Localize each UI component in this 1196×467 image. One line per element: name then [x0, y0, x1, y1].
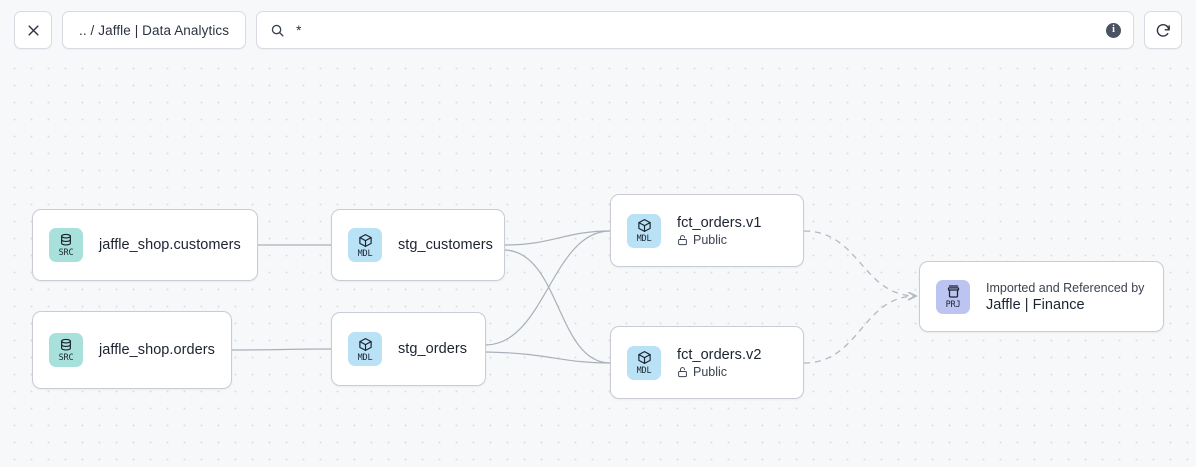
- node-text: stg_customers: [398, 237, 493, 253]
- close-icon: [26, 23, 41, 38]
- node-text: Imported and Referenced by Jaffle | Fina…: [986, 281, 1144, 313]
- badge-code: SRC: [58, 248, 74, 258]
- graph-node-jaffle-finance-project[interactable]: PRJ Imported and Referenced by Jaffle | …: [919, 261, 1164, 332]
- model-badge: MDL: [627, 213, 661, 248]
- refresh-button[interactable]: [1144, 11, 1182, 49]
- graph-node-fct-orders-v2[interactable]: MDL fct_orders.v2 Public: [610, 326, 804, 399]
- badge-code: PRJ: [945, 300, 961, 310]
- node-text: jaffle_shop.customers: [99, 237, 241, 253]
- cube-icon: [637, 218, 652, 233]
- node-title: stg_orders: [398, 341, 468, 357]
- node-visibility-label: Public: [693, 232, 728, 247]
- badge-code: MDL: [636, 366, 652, 376]
- breadcrumb-label: .. / Jaffle | Data Analytics: [79, 22, 230, 38]
- node-title: fct_orders.v1: [677, 214, 762, 231]
- unlock-icon: [677, 234, 688, 246]
- model-badge: MDL: [348, 228, 382, 262]
- node-text: fct_orders.v1 Public: [677, 215, 761, 247]
- close-button[interactable]: [14, 11, 52, 49]
- node-text: fct_orders.v2 Public: [677, 347, 761, 379]
- node-text: jaffle_shop.orders: [99, 342, 215, 358]
- node-title: fct_orders.v2: [677, 346, 762, 363]
- node-title: stg_customers: [398, 237, 493, 253]
- graph-node-fct-orders-v1[interactable]: MDL fct_orders.v1 Public: [610, 194, 804, 267]
- search-icon: [270, 23, 285, 38]
- model-badge: MDL: [348, 332, 382, 366]
- database-icon: [59, 338, 73, 352]
- search-box[interactable]: i: [256, 11, 1134, 49]
- unlock-icon: [677, 366, 688, 378]
- node-title: Jaffle | Finance: [986, 296, 1085, 313]
- cube-icon: [358, 233, 373, 248]
- database-icon: [59, 233, 73, 247]
- graph-node-jaffle-shop-orders[interactable]: SRC jaffle_shop.orders: [32, 311, 232, 389]
- cube-icon: [358, 337, 373, 352]
- search-input[interactable]: [296, 12, 1095, 48]
- source-badge: SRC: [49, 228, 83, 262]
- breadcrumb[interactable]: .. / Jaffle | Data Analytics: [62, 11, 247, 49]
- badge-code: MDL: [357, 352, 373, 363]
- cube-icon: [637, 350, 652, 365]
- node-title: jaffle_shop.orders: [99, 342, 215, 358]
- badge-code: MDL: [636, 234, 652, 244]
- graph-node-jaffle-shop-customers[interactable]: SRC jaffle_shop.customers: [32, 209, 258, 281]
- node-text: stg_orders: [398, 341, 467, 357]
- badge-code: SRC: [58, 353, 74, 363]
- source-badge: SRC: [49, 333, 83, 367]
- package-icon: [946, 284, 961, 299]
- info-icon[interactable]: i: [1106, 22, 1121, 38]
- graph-node-stg-orders[interactable]: MDL stg_orders: [331, 312, 486, 386]
- model-badge: MDL: [627, 345, 661, 380]
- node-kicker: Imported and Referenced by: [986, 280, 1145, 295]
- top-toolbar: .. / Jaffle | Data Analytics i: [0, 0, 1196, 60]
- node-visibility-label: Public: [693, 364, 728, 379]
- project-badge: PRJ: [936, 279, 970, 314]
- badge-code: MDL: [357, 248, 373, 259]
- node-visibility: Public: [677, 365, 761, 379]
- node-title: jaffle_shop.customers: [99, 237, 241, 253]
- refresh-icon: [1155, 22, 1172, 39]
- graph-node-stg-customers[interactable]: MDL stg_customers: [331, 209, 505, 281]
- node-visibility: Public: [677, 233, 761, 247]
